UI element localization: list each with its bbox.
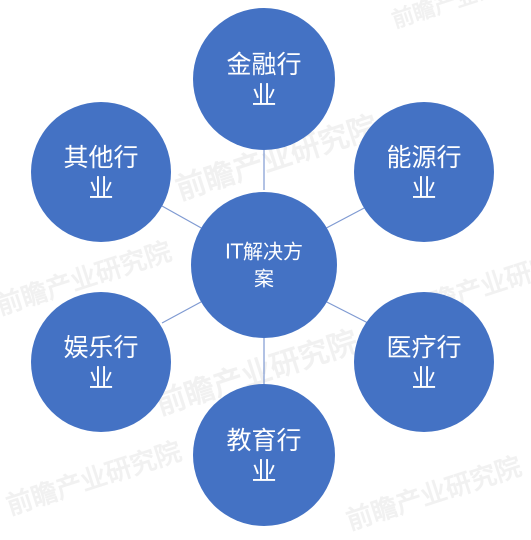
node-circle xyxy=(31,292,171,432)
watermark-text: 前瞻产业研究院 xyxy=(389,0,531,34)
node-label: 业 xyxy=(411,174,436,203)
node-label: 业 xyxy=(411,364,436,393)
node-label: 业 xyxy=(251,457,276,486)
node-circle xyxy=(31,102,171,242)
node-label: 娱乐行 xyxy=(63,333,138,362)
watermark-text: 前瞻产业研究院 xyxy=(3,436,186,522)
center-label: IT解决方 xyxy=(225,240,303,264)
node-circle xyxy=(193,8,335,150)
node-label: 教育行 xyxy=(226,426,301,455)
node-center: IT解决方 案 xyxy=(191,192,337,338)
watermark-text: 前瞻产业研究院 xyxy=(343,451,526,537)
node-label: 能源行 xyxy=(386,143,461,172)
node-circle xyxy=(354,292,494,432)
node-circle-center xyxy=(191,192,337,338)
node-label: 其他行 xyxy=(63,143,138,172)
node-energy: 能源行 业 xyxy=(354,102,494,242)
node-finance: 金融行 业 xyxy=(193,8,335,150)
node-label: 业 xyxy=(88,174,113,203)
center-label: 案 xyxy=(254,267,274,291)
node-label: 业 xyxy=(251,81,276,110)
node-medical: 医疗行 业 xyxy=(354,292,494,432)
node-circle xyxy=(193,384,335,526)
node-education: 教育行 业 xyxy=(193,384,335,526)
node-label: 医疗行 xyxy=(386,333,461,362)
node-other: 其他行 业 xyxy=(31,102,171,242)
node-label: 金融行 xyxy=(226,50,301,79)
node-label: 业 xyxy=(88,364,113,393)
node-entertainment: 娱乐行 业 xyxy=(31,292,171,432)
node-circle xyxy=(354,102,494,242)
